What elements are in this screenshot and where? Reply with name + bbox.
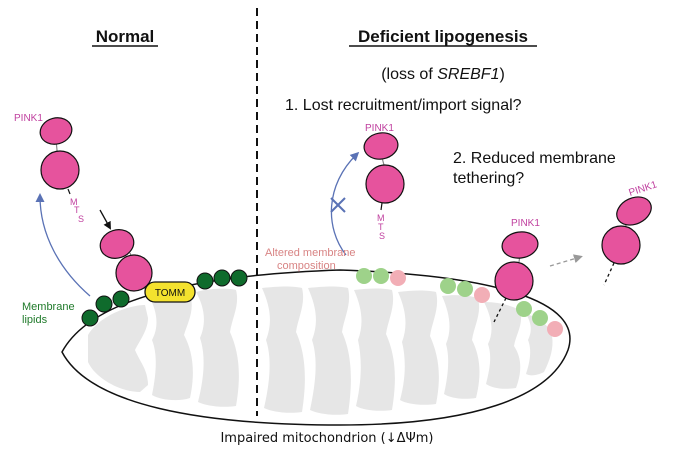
mts-letter-m: M — [70, 197, 78, 207]
import-arrow — [99, 209, 111, 230]
subtitle: (loss of SREBF1) — [381, 66, 505, 83]
pink1-protein-weakly-tethered: PINK1 — [493, 218, 540, 323]
tomm-complex: TOMM — [144, 281, 196, 303]
tomm-label: TOMM — [155, 288, 185, 299]
pink1-protein-free: PINK1 M T S — [14, 113, 84, 224]
pink1-docked-head — [99, 229, 135, 259]
mts-letter-t: T — [74, 205, 80, 215]
question-1: 1. Lost recruitment/import signal? — [285, 97, 522, 114]
blocked-recruitment-arrow — [330, 151, 360, 256]
mitochondrion-cristae — [88, 286, 553, 415]
left-panel: Normal PINK1 M T S — [14, 27, 248, 327]
pink1-docked-body — [115, 254, 153, 292]
membrane-lipids-normal — [81, 269, 248, 327]
altered-membrane-label: Altered membrane composition — [265, 247, 359, 272]
right-panel-title: Deficient lipogenesis — [358, 27, 528, 46]
right-panel: Deficient lipogenesis (loss of SREBF1) 1… — [265, 27, 659, 337]
pink1-label-c: PINK1 — [628, 179, 659, 199]
mts-letter-t-right: T — [378, 222, 384, 232]
pink1-label-b: PINK1 — [511, 218, 540, 229]
membrane-lipids-altered — [356, 268, 563, 337]
pink1-body — [40, 150, 80, 190]
mitochondrion — [61, 269, 571, 426]
pink1-head — [39, 117, 73, 145]
pink1-label-a: PINK1 — [365, 123, 394, 134]
pink1-label: PINK1 — [14, 113, 43, 124]
recruitment-signal-arrow — [35, 193, 91, 297]
mts-letter-m-right: M — [377, 213, 385, 223]
mts-letter-s-right: S — [379, 231, 385, 241]
pink1-protein-unrecruited: PINK1 M T S — [363, 123, 405, 241]
cross-mark-icon — [330, 197, 346, 213]
question-2: 2. Reduced membrane tethering? — [453, 150, 620, 187]
mitochondrion-caption: Impaired mitochondrion (↓ΔΨm) — [220, 431, 433, 446]
membrane-lipids-label: Membrane lipids — [22, 301, 78, 326]
dashed-arrow-icon — [549, 254, 583, 267]
left-panel-title: Normal — [96, 27, 155, 46]
mts-letter-s: S — [78, 214, 84, 224]
pink1-protein-detached: PINK1 — [601, 179, 659, 286]
pink1-protein-docked — [99, 229, 153, 297]
